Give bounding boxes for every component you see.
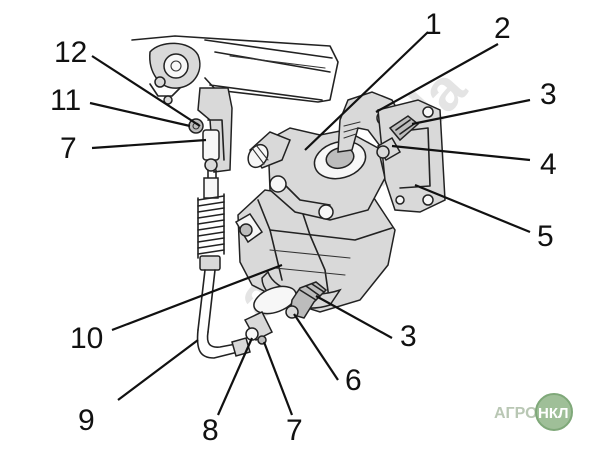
callout-8: 8	[202, 414, 219, 447]
leader-8	[216, 337, 254, 416]
leader-3-bottom	[315, 295, 393, 339]
leader-9	[117, 339, 199, 401]
callout-6: 6	[345, 364, 362, 397]
callout-3-bottom: 3	[400, 320, 417, 353]
valve-body	[234, 189, 396, 345]
leader-5	[414, 183, 531, 234]
callout-1: 1	[425, 8, 442, 41]
leader-2	[375, 43, 499, 113]
leader-4	[391, 144, 531, 162]
callouts: 1 2 3 4 5 3 6 7 8 9 10 11 12 7	[50, 8, 557, 447]
logo-badge-icon	[535, 393, 573, 431]
upper-housing	[247, 127, 386, 221]
frame-beam	[131, 35, 339, 105]
callout-2: 2	[494, 12, 511, 45]
logo-badge-text: НКЛ	[538, 405, 569, 422]
leader-7-bottom	[262, 341, 294, 416]
callout-7-bottom: 7	[286, 414, 303, 447]
leader-1	[304, 31, 429, 151]
leader-lines	[89, 31, 531, 416]
callout-3-top: 3	[540, 78, 557, 111]
callout-7-top: 7	[60, 132, 77, 165]
callout-4: 4	[540, 148, 557, 181]
lever-assembly	[188, 87, 233, 181]
leader-7-top	[91, 138, 207, 150]
logo: АГРО НКЛ	[494, 393, 573, 431]
callout-11: 11	[50, 84, 81, 117]
spring-rod	[196, 177, 251, 359]
callout-5: 5	[537, 220, 554, 253]
leader-6	[293, 313, 339, 381]
callout-9: 9	[78, 404, 95, 437]
leader-10	[111, 263, 283, 332]
right-fittings	[376, 115, 420, 162]
callout-10: 10	[70, 322, 103, 355]
logo-left-text: АГРО	[494, 405, 538, 422]
leader-11	[89, 101, 191, 128]
leader-12	[91, 55, 201, 127]
callout-12: 12	[54, 36, 87, 69]
leader-3-top	[411, 98, 531, 126]
